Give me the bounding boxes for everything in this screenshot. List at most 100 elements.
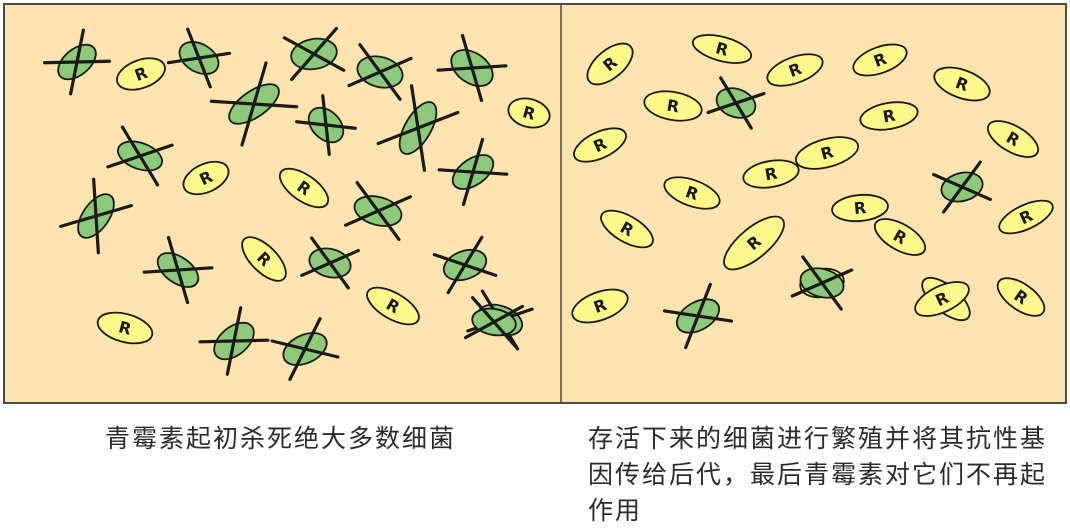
kill-cross-stroke	[69, 28, 85, 96]
bacterium-body	[852, 43, 908, 77]
resistant-bacterium: R	[96, 311, 154, 345]
resistant-bacterium: R	[742, 159, 800, 189]
kill-cross-stroke	[300, 248, 360, 278]
killed-bacterium	[59, 177, 133, 255]
kill-cross-stroke	[288, 317, 322, 381]
killed-bacterium	[43, 28, 111, 96]
bacterium-body	[986, 120, 1040, 158]
killed-bacterium	[142, 235, 214, 305]
resistance-marker: R	[591, 295, 609, 317]
bacterium-body	[96, 311, 154, 345]
killed-bacterium	[463, 296, 525, 348]
kill-cross-stroke	[344, 195, 412, 227]
bacterium-body	[723, 215, 785, 271]
resistant-bacterium: R	[663, 176, 721, 210]
bacterium-body	[996, 277, 1046, 317]
kill-cross-stroke	[295, 120, 357, 130]
resistant-bacterium: R	[986, 120, 1040, 158]
kill-cross-stroke	[166, 51, 232, 65]
killed-bacterium	[347, 43, 413, 101]
resistant-bacterium: R	[996, 277, 1046, 317]
killed-bacterium	[282, 26, 346, 82]
killed-bacterium	[437, 137, 509, 207]
bacterium-body	[507, 97, 551, 129]
kill-cross-stroke	[290, 26, 338, 82]
killed-bacterium	[344, 180, 412, 242]
resistant-bacterium: R	[241, 236, 287, 282]
killed-bacterium	[662, 282, 734, 350]
killed-bacterium	[270, 317, 340, 381]
resistant-bacterium: R	[998, 199, 1054, 235]
resistant-bacterium: R	[852, 43, 908, 77]
bacterium-body	[573, 127, 627, 163]
bacterium-body	[794, 136, 860, 170]
kill-cross-stroke	[461, 137, 485, 207]
resistance-marker: R	[881, 106, 896, 127]
kill-cross-stroke	[684, 282, 712, 350]
kill-cross-stroke	[463, 304, 525, 340]
bacterium-body	[831, 193, 889, 223]
resistant-bacterium: R	[873, 218, 927, 256]
resistant-bacterium: R	[182, 160, 230, 196]
killed-bacterium	[166, 27, 232, 89]
diagram-frame	[3, 3, 1067, 404]
kill-cross-stroke	[942, 160, 982, 214]
kill-cross-stroke	[106, 143, 174, 169]
resistant-bacterium: R	[600, 209, 654, 249]
resistant-bacterium: R	[794, 136, 860, 170]
kill-cross-stroke	[92, 177, 100, 255]
bacterium-body	[586, 42, 634, 86]
bacterium-body	[278, 167, 330, 209]
resistant-bacterium: R	[933, 66, 991, 102]
resistance-marker: R	[521, 102, 538, 124]
bacterium-body	[600, 209, 654, 249]
resistant-bacterium: R	[586, 42, 634, 86]
resistance-marker: R	[871, 49, 889, 71]
resistant-bacterium: R	[859, 101, 919, 131]
resistant-bacterium: R	[366, 286, 420, 326]
bacterium-body	[366, 286, 420, 326]
bacterium-body	[873, 218, 927, 256]
killed-bacterium	[106, 125, 174, 187]
resistance-marker: R	[132, 63, 150, 85]
bacterium-body	[116, 57, 166, 91]
killed-bacterium	[295, 94, 357, 156]
resistant-bacterium: R	[643, 90, 703, 122]
bacterium-body	[691, 34, 753, 64]
bacterium-body	[933, 66, 991, 102]
resistant-bacterium: R	[691, 34, 753, 64]
resistance-marker: R	[953, 73, 971, 95]
resistance-marker: R	[819, 142, 836, 164]
killed-bacterium	[432, 235, 498, 295]
resistant-bacterium: R	[914, 281, 970, 317]
resistant-bacterium: R	[831, 193, 889, 223]
bacterium-body	[766, 53, 824, 87]
killed-bacterium	[706, 76, 766, 130]
resistant-bacterium: R	[571, 288, 629, 324]
bacterium-body	[643, 90, 703, 122]
kill-cross-stroke	[706, 91, 766, 115]
kill-cross-stroke	[347, 56, 413, 88]
resistance-marker: R	[117, 317, 134, 339]
kill-cross-stroke	[409, 84, 427, 172]
bacterium-body	[742, 159, 800, 189]
bacterium-body	[859, 101, 919, 131]
killed-bacterium	[209, 61, 299, 147]
killed-bacterium	[436, 33, 508, 103]
bacterium-body	[998, 199, 1054, 235]
right-caption: 存活下来的细菌进行繁殖并将其抗性基因传给后代，最后青霉素对它们不再起作用	[588, 424, 1048, 525]
killed-bacterium	[790, 255, 854, 311]
bacterium-body	[182, 160, 230, 196]
resistant-bacterium: R	[507, 97, 551, 129]
resistant-bacterium: R	[723, 215, 785, 271]
killed-bacterium	[932, 160, 992, 214]
left-caption: 青霉素起初杀死绝大多数细菌	[105, 424, 457, 453]
resistance-marker: R	[763, 164, 778, 185]
kill-cross-stroke	[142, 266, 214, 274]
resistance-marker: R	[853, 198, 867, 218]
resistance-marker: R	[665, 96, 680, 117]
resistant-bacterium: R	[766, 53, 824, 87]
